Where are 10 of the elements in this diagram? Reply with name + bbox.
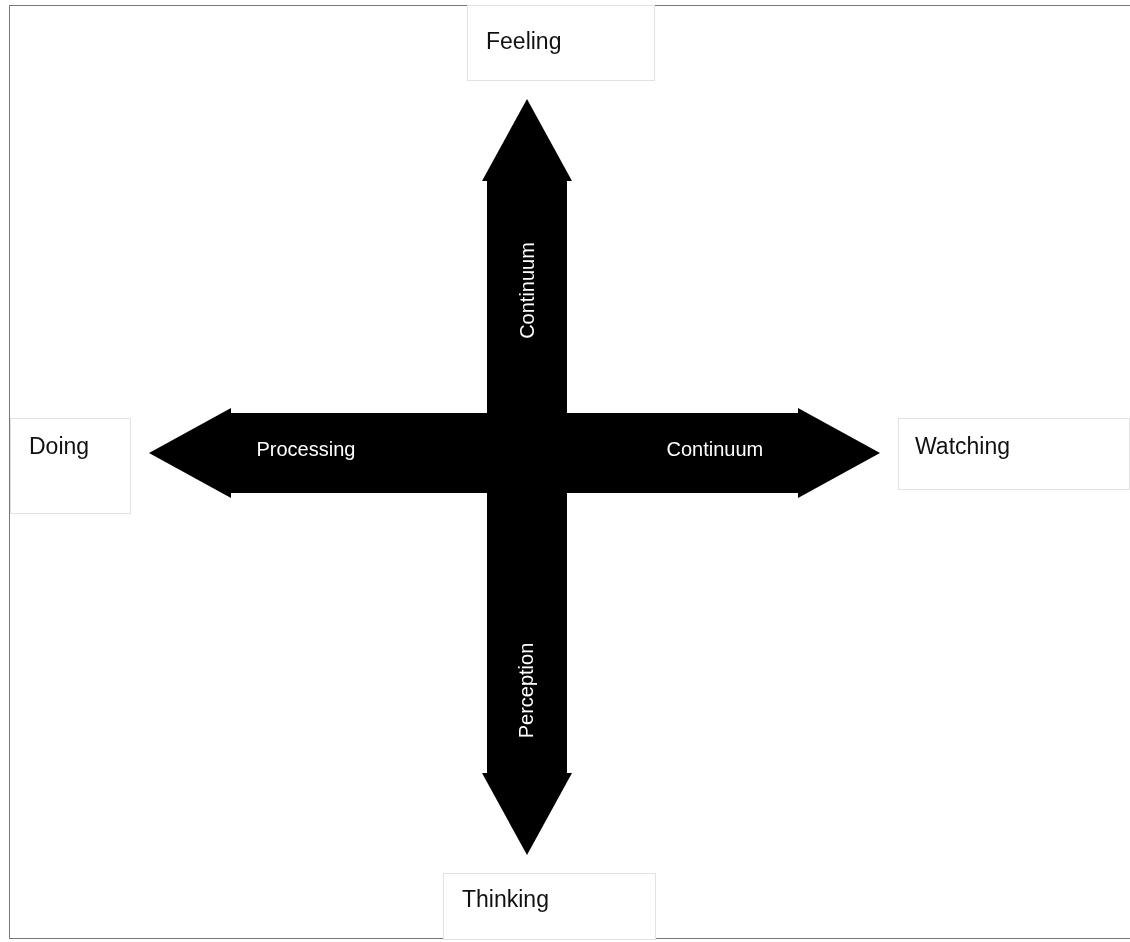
text-box: Thinking [443, 873, 656, 940]
text-box: Watching [898, 418, 1130, 490]
block-arrow [482, 99, 572, 855]
text-box: Doing [10, 418, 131, 514]
arrow-label: Processing [256, 437, 356, 461]
text-box: Feeling [467, 5, 655, 81]
block-arrow [149, 408, 880, 498]
arrow-label: Continuum [515, 241, 539, 339]
arrow-label: Perception [515, 642, 539, 738]
arrow-label: Continuum [666, 437, 764, 461]
